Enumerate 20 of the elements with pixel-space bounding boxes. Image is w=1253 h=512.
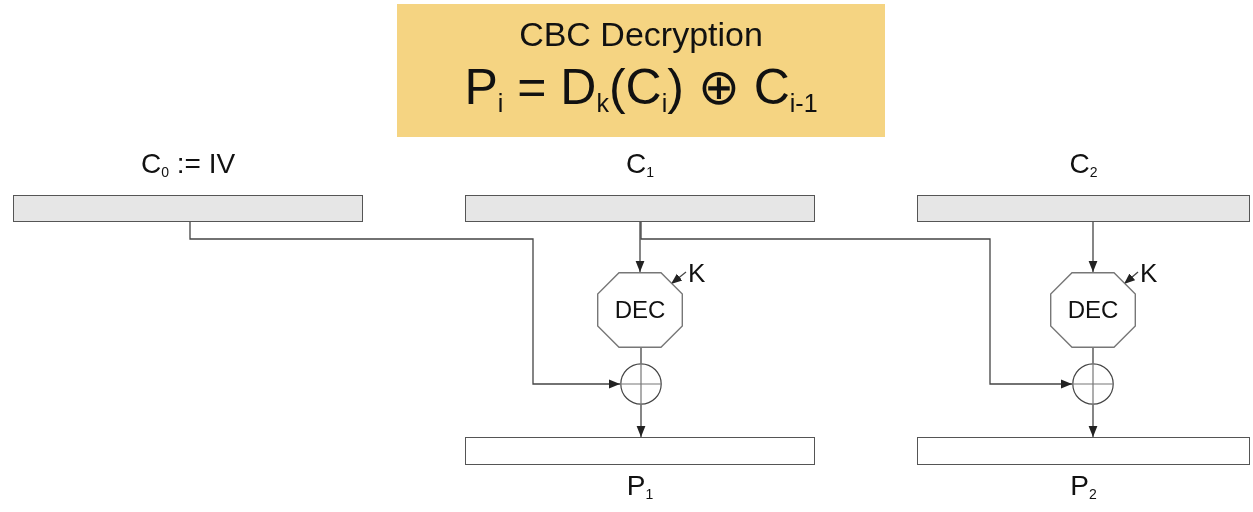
block-label: C$_{1}$ (626, 147, 654, 183)
arrow (640, 221, 1073, 389)
block-label: DEC (614, 296, 666, 324)
arrow (1088, 404, 1098, 438)
block-label: DEC (1067, 296, 1119, 324)
block-label: P$_{1}$ (626, 469, 654, 505)
arrow (636, 404, 646, 438)
title: CBC Decryption (518, 16, 764, 54)
formula: P$_{i}$ = D$_{k}$(C$_{i}$) ⊕ C$_{i-1}$ (463, 60, 819, 115)
block-label: P$_{2}$ (1070, 469, 1097, 505)
arrow (635, 221, 645, 273)
key-label: K (688, 258, 706, 288)
arrow (670, 271, 687, 285)
arrow (1123, 271, 1139, 285)
arrow (1088, 221, 1098, 273)
block-label: C$_{2}$ (1069, 147, 1098, 183)
block-label: C$_{0}$ := IV (140, 147, 236, 183)
arrow (189, 221, 621, 389)
title-panel (397, 4, 885, 137)
key-label: K (1140, 258, 1158, 288)
